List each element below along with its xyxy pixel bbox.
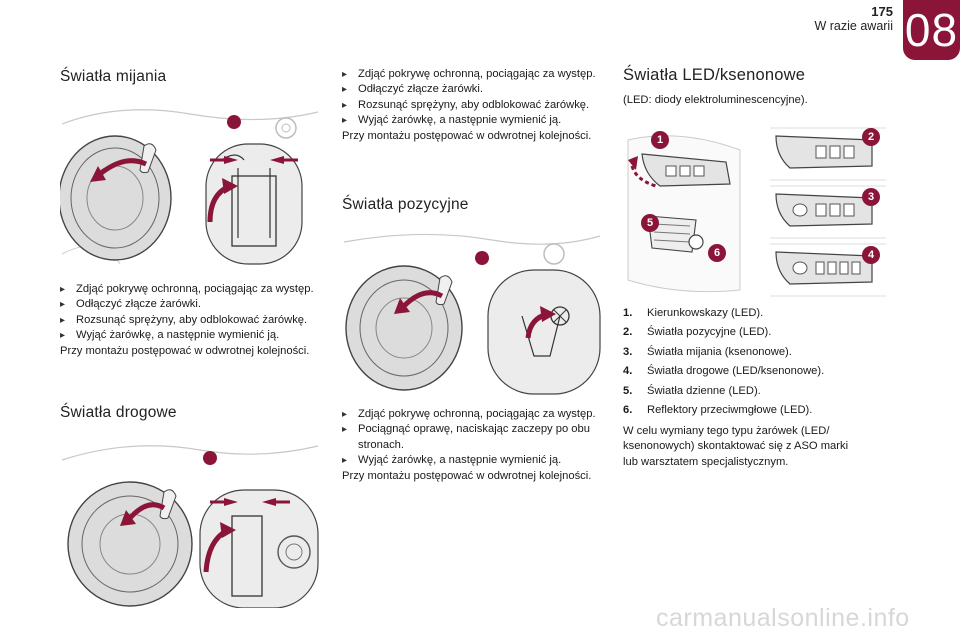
legend-item: 5.Światła dzienne (LED). [623,384,761,397]
step-item: ▸Zdjąć pokrywę ochronną, pociągając za w… [342,407,604,422]
triangle-bullet-icon: ▸ [342,115,348,127]
triangle-bullet-icon: ▸ [60,314,66,326]
legend-item: 2.Światła pozycyjne (LED). [623,326,772,339]
step-item: ▸Zdjąć pokrywę ochronną, pociągając za w… [342,67,604,82]
high-beam-illustration [60,432,322,608]
chapter-title: W razie awarii [814,19,894,33]
callout-2: 2 [862,128,880,146]
triangle-bullet-icon: ▸ [342,409,348,420]
legend-item: 4.Światła drogowe (LED/ksenonowe). [623,365,825,378]
low-beam-illustration [60,94,322,268]
legend-item: 6.Reflektory przeciwmgłowe (LED). [623,404,813,417]
triangle-bullet-icon: ▸ [60,299,66,311]
triangle-bullet-icon: ▸ [342,424,348,436]
led-headlamp-illustration [620,120,886,300]
callout-6: 6 [708,244,726,262]
triangle-bullet-icon: ▸ [342,84,348,96]
led-legend: 1.Kierunkowskazy (LED). 2.Światła pozycy… [623,304,883,420]
step-item: ▸Rozsunąć sprężyny, aby odblokować żarów… [342,98,604,113]
position-lights-heading: Światła pozycyjne [342,196,469,213]
low-beam-steps: ▸Zdjąć pokrywę ochronną, pociągając za w… [60,282,322,359]
step-item: ▸Odłączyć złącze żarówki. [342,82,604,97]
triangle-bullet-icon: ▸ [342,455,348,467]
assembly-note: Przy montażu postępować w odwrotnej kole… [342,469,592,482]
callout-3: 3 [862,188,880,206]
triangle-bullet-icon: ▸ [60,284,66,295]
triangle-bullet-icon: ▸ [342,69,348,80]
triangle-bullet-icon: ▸ [342,99,348,111]
step-item: ▸Wyjąć żarówkę, a następnie wymienić ją. [60,328,322,343]
legend-item: 3.Światła mijania (ksenonowe). [623,345,792,358]
callout-1: 1 [651,131,669,149]
assembly-note: Przy montażu postępować w odwrotnej kole… [342,129,592,142]
low-beam-heading: Światła mijania [60,68,167,85]
chapter-tab: 08 [903,0,960,60]
position-lights-steps: ▸Zdjąć pokrywę ochronną, pociągając za w… [342,407,604,484]
high-beam-steps: ▸Zdjąć pokrywę ochronną, pociągając za w… [342,67,604,144]
page-number: 175 [871,4,893,19]
callout-4: 4 [862,246,880,264]
step-item: ▸Rozsunąć sprężyny, aby odblokować żarów… [60,313,322,328]
legend-item: 1.Kierunkowskazy (LED). [623,307,764,319]
step-item: ▸Pociągnąć oprawę, naciskając zaczepy po… [342,423,590,451]
assembly-note: Przy montażu postępować w odwrotnej kole… [60,344,310,357]
triangle-bullet-icon: ▸ [60,330,66,342]
callout-5: 5 [641,214,659,232]
high-beam-heading: Światła drogowe [60,404,177,421]
position-lights-illustration [342,226,604,398]
led-xenon-heading: Światła LED/ksenonowe [623,66,806,84]
led-service-note: W celu wymiany tego typu żarówek (LED/ k… [623,425,849,468]
step-item: ▸Zdjąć pokrywę ochronną, pociągając za w… [60,282,322,297]
step-item: ▸Wyjąć żarówkę, a następnie wymienić ją. [342,113,604,128]
led-subtitle: (LED: diody elektroluminescencyjne). [623,94,808,106]
watermark: carmanualsonline.info [656,604,910,632]
step-item: ▸Odłączyć złącze żarówki. [60,297,322,312]
step-item: ▸Wyjąć żarówkę, a następnie wymienić ją. [342,453,604,468]
